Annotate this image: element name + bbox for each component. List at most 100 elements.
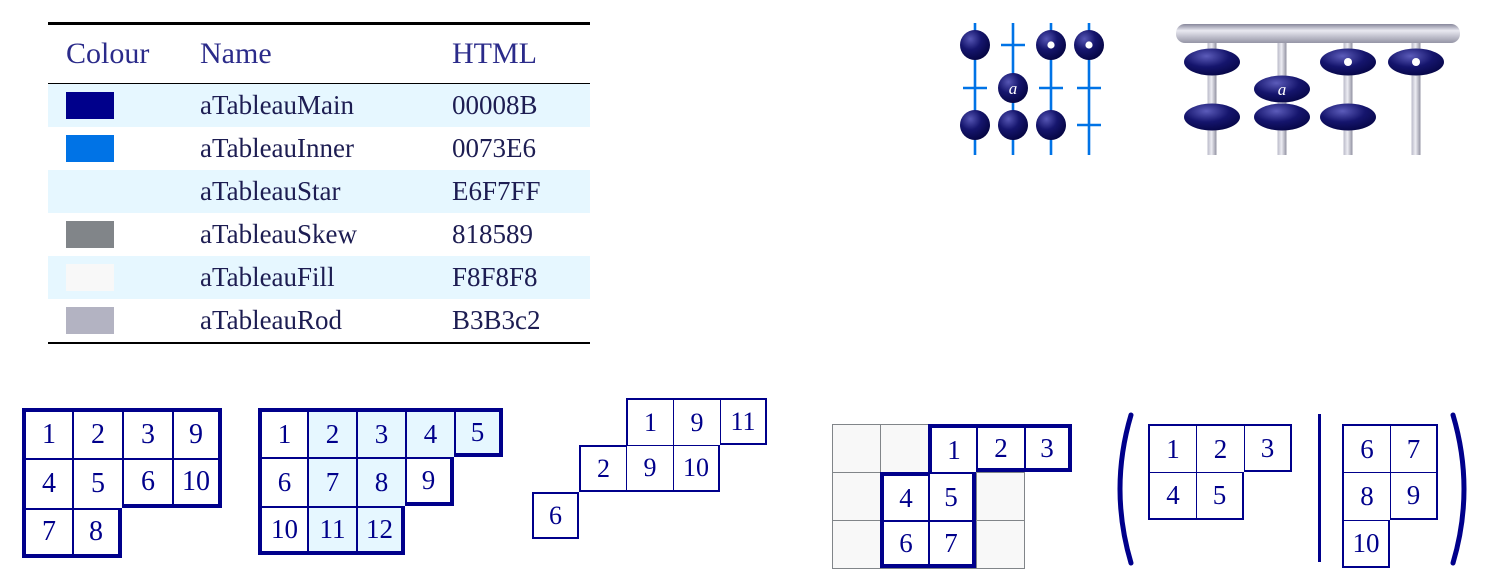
color-swatch (66, 177, 114, 205)
tableau-cell: 9 (626, 445, 673, 492)
tableau-cell: 2 (72, 408, 122, 458)
tableau-cell: 9 (172, 408, 222, 458)
tableau-cell: 6 (880, 520, 928, 568)
header-name: Name (200, 36, 272, 70)
tableau-cell: 6 (532, 492, 579, 539)
skew-grid-cell (832, 472, 881, 521)
tableau-cell: 10 (172, 458, 222, 508)
tableau-cell: 7 (1390, 424, 1438, 472)
bead (960, 110, 990, 140)
table-row: aTableauStar E6F7FF (48, 169, 590, 213)
tableau-cell: 3 (1024, 424, 1072, 472)
header-colour: Colour (66, 36, 150, 70)
bead (1036, 110, 1066, 140)
bead-hole-dot (1085, 41, 1093, 49)
abacus-line-diagram: a (960, 23, 1104, 155)
skew-grid-cell (976, 520, 1025, 569)
color-hex: B3B3c2 (452, 304, 541, 335)
tableau-cell: 3 (356, 408, 405, 457)
table-row: aTableauMain 00008B (48, 83, 590, 127)
skew-grid-cell (832, 424, 881, 473)
tableau-cell: 1 (258, 408, 307, 457)
bead-hole-dot (1344, 58, 1352, 66)
color-hex: 00008B (452, 89, 538, 120)
color-swatch (66, 306, 114, 334)
skew-grid-cell (832, 520, 881, 569)
abacus-rod-diagram: a (1176, 24, 1460, 155)
tableau-cell: 11 (720, 398, 767, 445)
tableau-cell: 5 (72, 458, 122, 508)
tableau-cell: 6 (122, 458, 172, 508)
tableau-cell: 4 (1148, 472, 1196, 520)
tableau-cell: 5 (1196, 472, 1244, 520)
header-html: HTML (452, 36, 537, 70)
tableau-cell: 4 (22, 458, 72, 508)
tableau-cell: 9 (1390, 472, 1438, 520)
bead-hole-dot (1047, 41, 1055, 49)
tableau-cell: 7 (307, 457, 356, 506)
table-row: aTableauSkew 818589 (48, 213, 590, 256)
divider-bar-icon (1318, 414, 1321, 562)
tableau-cell: 1 (1148, 424, 1196, 472)
bead (1254, 103, 1310, 131)
tableau-cell: 1 (928, 424, 976, 472)
tableau-cell: 10 (1342, 520, 1390, 568)
tableau-cell: 9 (405, 457, 454, 506)
tableau-cell: 1 (22, 408, 72, 458)
color-swatch (66, 220, 114, 248)
color-hex: F8F8F8 (452, 261, 538, 292)
bead-label: a (1009, 79, 1018, 98)
tick-marks (963, 43, 1101, 127)
color-swatch (66, 134, 114, 162)
bead-label: a (1278, 80, 1287, 99)
skew-grid-cell (976, 472, 1025, 521)
abacus-vertical-lines (973, 23, 1091, 155)
abacus-beads: a (960, 30, 1104, 140)
tableau-cell: 2 (1196, 424, 1244, 472)
bead (960, 30, 990, 60)
table-row: aTableauRod B3B3c2 (48, 299, 590, 342)
color-name: aTableauMain (200, 89, 355, 120)
bead-hole-dot (1412, 58, 1420, 66)
tableau-cell: 6 (258, 457, 307, 506)
tableau-cell: 8 (72, 508, 122, 558)
color-name: aTableauSkew (200, 218, 358, 249)
tableau-cell: 11 (307, 506, 356, 555)
table-bottom-rule (48, 341, 590, 345)
table-top-rule (48, 22, 590, 25)
tableau-cell: 2 (579, 445, 626, 492)
tableau-cell: 3 (122, 408, 172, 458)
bead (1184, 103, 1240, 131)
color-hex: 818589 (452, 218, 533, 249)
color-swatch (66, 263, 114, 291)
bead (1320, 103, 1376, 131)
tableau-cell: 2 (976, 424, 1024, 472)
table-mid-rule (48, 82, 590, 84)
tableau-cell: 3 (1244, 424, 1292, 472)
tableau-cell: 9 (673, 398, 720, 445)
bead-labeled (998, 73, 1028, 103)
table-header-row: Colour Name HTML (48, 25, 590, 83)
tableau-cell: 1 (626, 398, 673, 445)
tableau-cell: 10 (673, 445, 720, 492)
color-hex: 0073E6 (452, 132, 536, 163)
bead-labeled (1254, 75, 1310, 103)
color-name: aTableauRod (200, 304, 343, 335)
color-name: aTableauInner (200, 132, 355, 163)
tableau-cell: 8 (356, 457, 405, 506)
tableau-cell: 4 (880, 472, 928, 520)
tableau-cell: 5 (454, 408, 503, 457)
abacus-rail (1176, 24, 1460, 43)
bead (998, 110, 1028, 140)
paren-close-icon (1450, 412, 1467, 566)
color-swatch (66, 91, 114, 119)
tableau-cell: 7 (22, 508, 72, 558)
tableau-cell: 5 (928, 472, 976, 520)
abacus-beads: a (1184, 48, 1444, 131)
tableau-cell: 2 (307, 408, 356, 457)
table-row: aTableauFill F8F8F8 (48, 255, 590, 299)
paren-open-icon (1117, 412, 1134, 566)
table-row: aTableauInner 0073E6 (48, 127, 590, 170)
color-name: aTableauStar (200, 175, 341, 206)
tableau-cell: 10 (258, 506, 307, 555)
